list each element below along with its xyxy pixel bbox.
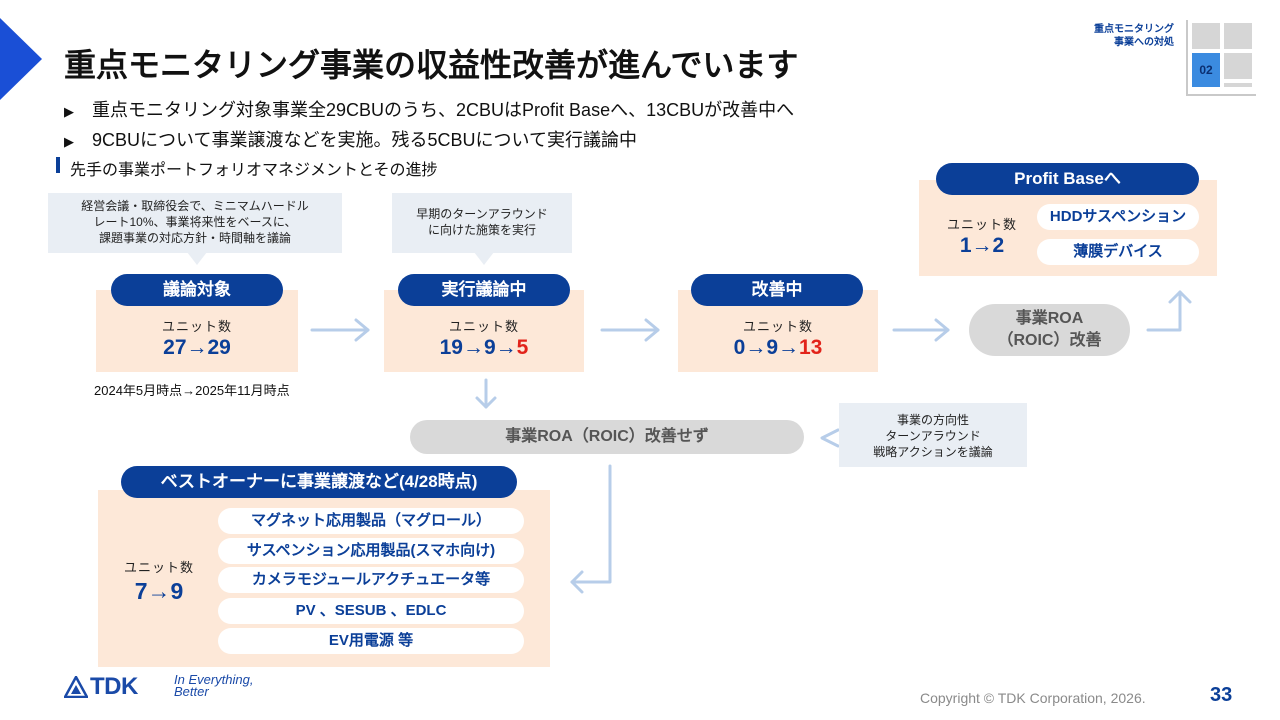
roa-improved-pill: 事業ROA （ROIC）改善 bbox=[969, 304, 1130, 356]
transfer-item-1: マグネット応用製品（マグロール） bbox=[218, 508, 524, 534]
improving-title: 改善中 bbox=[691, 274, 863, 306]
subheading-bar bbox=[56, 157, 60, 173]
arrow-down-1 bbox=[475, 378, 497, 409]
page-number: 33 bbox=[1210, 684, 1233, 706]
profit-base-item-1: HDDサスペンション bbox=[1037, 204, 1199, 230]
target-title: 議論対象 bbox=[111, 274, 283, 306]
bullet-2-text: 9CBUについて事業譲渡などを実施。残る5CBUについて実行議論中 bbox=[92, 130, 637, 150]
transfer-item-3: カメラモジュールアクチュエータ等 bbox=[218, 567, 524, 593]
improving-value-current: 13 bbox=[799, 336, 823, 359]
bullet-1: ▶ 重点モニタリング対象事業全29CBUのうち、2CBUはProfit Baseへ… bbox=[64, 96, 794, 122]
callout-tail bbox=[187, 252, 207, 265]
direction-note: 事業の方向性 ターンアラウンド 戦略アクションを議論 bbox=[839, 403, 1027, 467]
target-value: 27→29 bbox=[163, 336, 231, 359]
tdk-slogan-line1: In Everything, bbox=[174, 672, 254, 687]
profit-base-title: Profit Baseへ bbox=[936, 163, 1199, 195]
profit-base-unit-label: ユニット数 bbox=[946, 217, 1017, 232]
executing-note: 早期のターンアラウンド に向けた施策を実行 bbox=[392, 193, 572, 253]
profit-base-item-2: 薄膜デバイス bbox=[1037, 239, 1199, 265]
tdk-slogan: In Everything, Better bbox=[174, 672, 254, 699]
executing-value: 19→9→5 bbox=[384, 336, 584, 360]
arrow-left-note bbox=[820, 428, 840, 448]
improving-value-history: 0→9→ bbox=[733, 336, 799, 359]
profit-base-value: 1→2 bbox=[959, 234, 1005, 257]
subheading: 先手の事業ポートフォリオマネジメントとその進捗 bbox=[70, 162, 438, 179]
section-tag: 重点モニタリング 事業への対処 bbox=[1070, 23, 1174, 49]
triangle-bullet-icon: ▶ bbox=[64, 104, 74, 119]
improving-unit-label: ユニット数 bbox=[742, 319, 813, 334]
arrow-down-left-transfer bbox=[570, 464, 612, 594]
tdk-logo-text: TDK bbox=[90, 673, 138, 700]
page-title: 重点モニタリング事業の収益性改善が進んでいます bbox=[64, 47, 799, 83]
bullet-1-text: 重点モニタリング対象事業全29CBUのうち、2CBUはProfit Baseへ、… bbox=[92, 100, 795, 120]
arrow-right-1 bbox=[310, 318, 370, 342]
period-note: 2024年5月時点→2025年11月時点 bbox=[94, 383, 290, 398]
transfer-item-2: サスペンション応用製品(スマホ向け) bbox=[218, 538, 524, 564]
transfer-unit-label: ユニット数 bbox=[123, 560, 194, 575]
triangle-bullet-icon: ▶ bbox=[64, 134, 74, 149]
transfer-value: 7→9 bbox=[134, 578, 184, 604]
transfer-item-4: PV 、SESUB 、EDLC bbox=[218, 598, 524, 624]
executing-value-history: 19→9→ bbox=[439, 336, 517, 359]
arrow-up-profit bbox=[1146, 290, 1192, 332]
section-tag-line1: 重点モニタリング bbox=[1094, 24, 1174, 35]
corner-triangle-decoration bbox=[0, 18, 42, 100]
section-tag-line2: 事業への対処 bbox=[1114, 37, 1174, 48]
transfer-item-5: EV用電源 等 bbox=[218, 628, 524, 654]
roa-not-improved-pill: 事業ROA（ROIC）改善せず bbox=[410, 420, 804, 454]
callout-tail bbox=[474, 252, 494, 265]
section-grid-icon: 02 bbox=[1186, 20, 1256, 96]
executing-value-current: 5 bbox=[516, 336, 529, 359]
arrow-right-3 bbox=[892, 318, 950, 342]
transfer-title: ベストオーナーに事業譲渡など(4/28時点) bbox=[121, 466, 517, 498]
arrow-right-2 bbox=[600, 318, 660, 342]
improving-value: 0→9→13 bbox=[678, 336, 878, 360]
section-number: 02 bbox=[1192, 53, 1220, 87]
tdk-logo-icon bbox=[64, 676, 88, 698]
executing-title: 実行議論中 bbox=[398, 274, 570, 306]
executing-unit-label: ユニット数 bbox=[448, 319, 519, 334]
tdk-slogan-line2: Better bbox=[174, 684, 209, 699]
target-note: 経営会議・取締役会で、ミニマムハードル レート10%、事業将来性をベースに、 課… bbox=[48, 193, 342, 253]
bullet-2: ▶ 9CBUについて事業譲渡などを実施。残る5CBUについて実行議論中 bbox=[64, 126, 637, 152]
copyright: Copyright © TDK Corporation, 2026. bbox=[920, 690, 1146, 706]
target-unit-label: ユニット数 bbox=[161, 319, 232, 334]
